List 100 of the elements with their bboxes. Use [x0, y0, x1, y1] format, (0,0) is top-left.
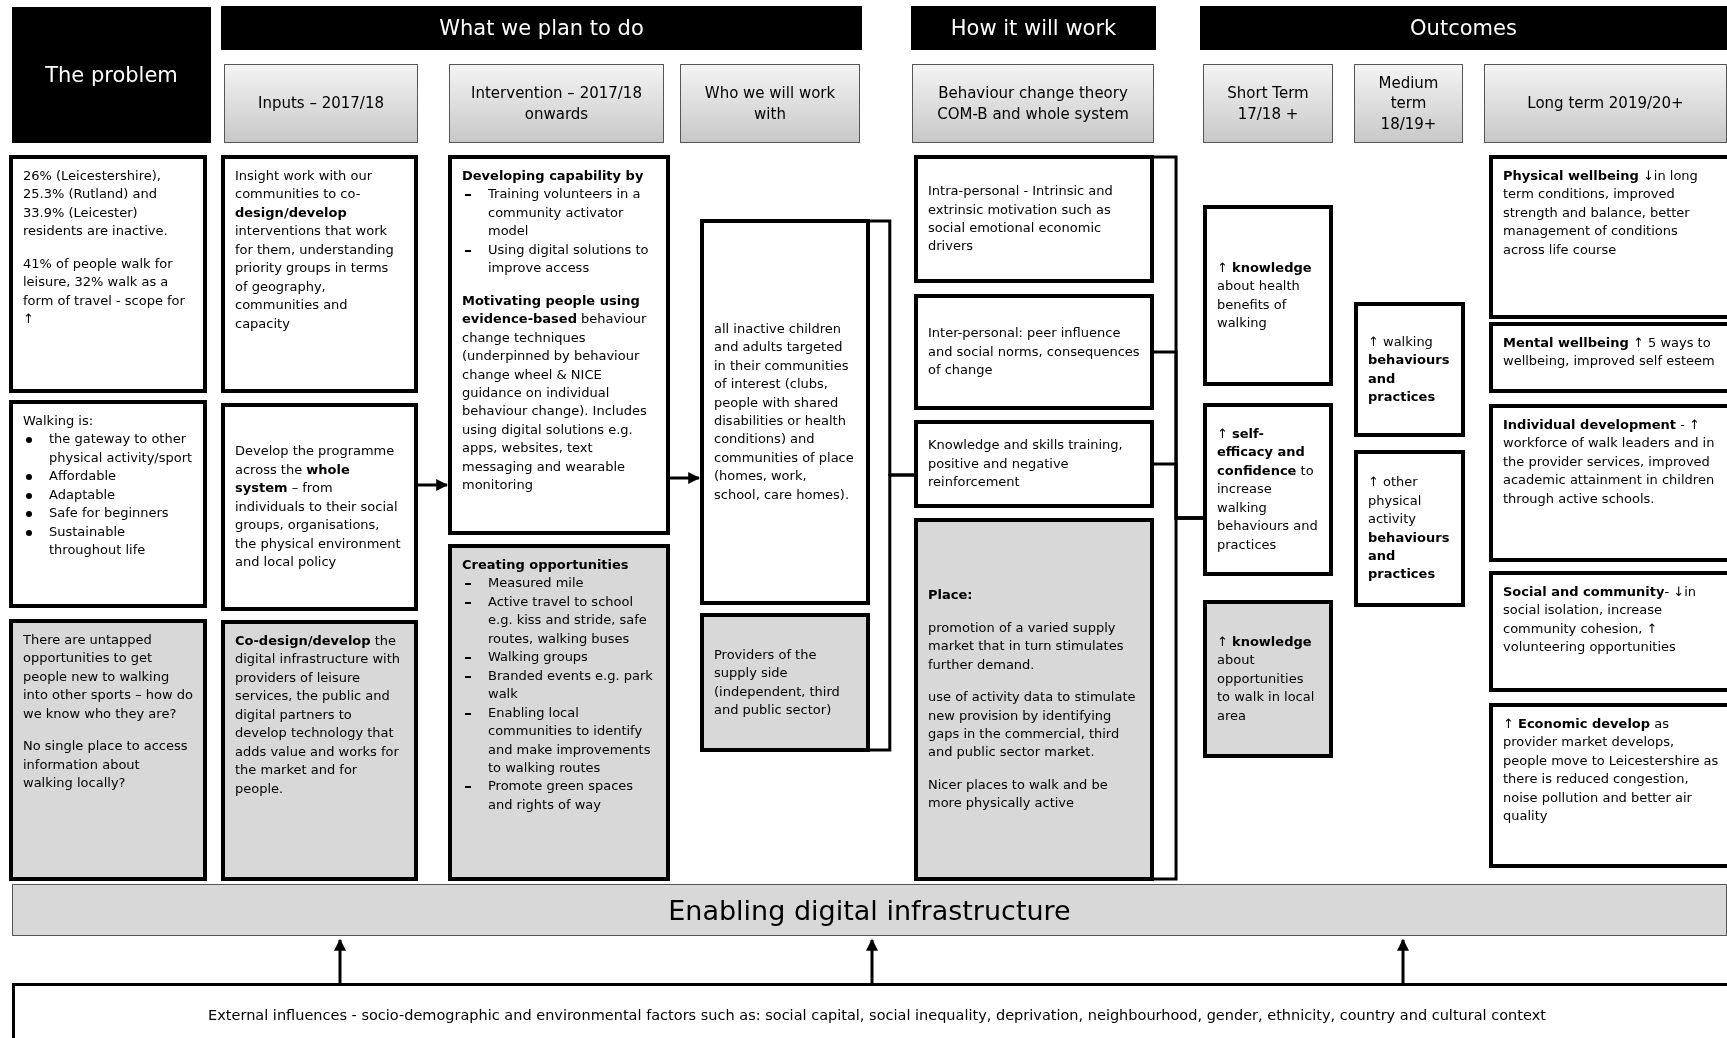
text-box [700, 613, 870, 752]
box-text: 26% (Leicestershire), 25.3% (Rutland) and 33.9% (Leicester) residents are inactive. [23, 167, 169, 241]
list-item: the gateway to other physical activity/sport [23, 430, 193, 468]
list-item: Branded events e.g. park walk [462, 666, 656, 704]
arrow [334, 938, 346, 983]
arrow [1397, 938, 1409, 983]
column-header [912, 64, 1154, 143]
box-text: ↑ walking behaviours and practices [1368, 332, 1451, 406]
box-text: all inactive children and adults targeted in their communities of interest (clubs, people with shared disabilities or health conditions) and communities of place (homes, work, school, care homes). [714, 319, 855, 504]
column-header [680, 64, 860, 143]
list-item: Enabling local communities to identify and make improvements to walking routes [462, 703, 656, 778]
text-box [1489, 703, 1727, 868]
box-text: use of activity data to stimulate new provision by identifying gaps in the commercial, third and public sector market. [928, 688, 1137, 762]
section-header [12, 7, 211, 143]
box-text: ↑ knowledge about opportunities to walk in local area [1217, 632, 1316, 725]
text-box [1203, 403, 1333, 576]
box-text: Inter-personal: peer influence and social norms, consequences of change [928, 324, 1140, 380]
text-box [700, 219, 870, 605]
column-header [1484, 64, 1727, 143]
text-box [221, 403, 418, 611]
column-title: Short Term 17/18 + [1226, 83, 1310, 124]
list-item: Affordable [23, 467, 193, 486]
bracket-connector [1154, 516, 1203, 881]
band-text: Enabling digital infrastructure [668, 894, 1071, 926]
text-box [1489, 404, 1727, 562]
column-title: Long term 2019/20+ [1527, 93, 1684, 114]
influences-text: External influences - socio-demographic and environmental factors such as: social capital, social inequality, deprivation, neighbourhood, gender, ethnicity, country and cultural context [208, 1006, 1546, 1023]
text-box [1354, 450, 1465, 607]
header-text: Outcomes [1410, 16, 1517, 40]
box-text: Intra-personal - Intrinsic and extrinsic motivation such as social emotional economic drivers [928, 182, 1114, 256]
list-item: Safe for beginners [23, 504, 193, 523]
bracket-connector [870, 473, 914, 752]
list-item: Using digital solutions to improve access [462, 240, 656, 278]
column-title: Medium term 18/19+ [1377, 73, 1440, 134]
list-item: Measured mile [462, 574, 656, 593]
text-box [221, 620, 418, 881]
box-text: Social and community- ↓in social isolation, increase community cohesion, ↑ volunteering opportunities [1503, 583, 1698, 657]
section-header [911, 6, 1156, 50]
box-text: 41% of people walk for leisure, 32% walk as a form of travel - scope for ↑ [23, 254, 186, 329]
arrow [418, 479, 449, 491]
influences-box [12, 983, 1727, 1038]
text-box [1354, 302, 1465, 437]
box-text: promotion of a varied supply market that in turn stimulates further demand. [928, 618, 1125, 674]
box-text: Developing capability by [462, 167, 645, 185]
column-header [449, 64, 664, 143]
box-text: Physical wellbeing ↓in long term conditions, improved strength and balance, better management of conditions across life course [1503, 167, 1699, 259]
text-box [914, 155, 1154, 283]
header-text: The problem [45, 63, 178, 87]
text-box [1489, 571, 1727, 692]
box-text: ↑ knowledge about health benefits of walking [1217, 258, 1313, 332]
box-text: Individual development - ↑ workforce of walk leaders and in the provider services, improved academic attainment in children through active schools. [1503, 416, 1716, 508]
box-text: Develop the programme across the whole system – from individuals to their social groups, organisations, the physical environment and local policy [235, 442, 402, 572]
box-text: ↑ self-efficacy and confidence to increase walking behaviours and practices [1217, 424, 1319, 554]
column-title: Behaviour change theory COM-B and whole system [936, 83, 1130, 124]
arrow [866, 938, 878, 983]
text-box [914, 420, 1154, 508]
box-text: Walking is: [23, 412, 95, 430]
column-header [224, 64, 418, 143]
text-box [914, 518, 1154, 881]
column-title: Intervention – 2017/18 onwards [470, 83, 643, 124]
box-text: ↑ other physical activity behaviours and practices [1368, 473, 1451, 584]
text-box [914, 294, 1154, 410]
list-item: Walking groups [462, 648, 656, 667]
box-text: Providers of the supply side (independent, third and public sector) [714, 645, 841, 719]
box-text: Creating opportunities [462, 556, 630, 574]
text-box [1203, 205, 1333, 386]
box-text: Nicer places to walk and be more physically active [928, 775, 1109, 813]
text-box [1489, 322, 1727, 393]
column-header [1354, 64, 1463, 143]
box-text: ↑ Economic develop as provider market develops, people move to Leicestershire as there is reduced congestion, noise pollution and better air quality [1503, 715, 1720, 826]
list-item: Promote green spaces and rights of way [462, 777, 656, 815]
text-box [1489, 155, 1727, 319]
box-text: Insight work with our communities to co-design/develop interventions that work for them, understanding priority groups in terms of geography, communities and capacity [235, 167, 395, 333]
box-text: Knowledge and skills training, positive and negative reinforcement [928, 436, 1124, 492]
header-text: How it will work [950, 16, 1117, 40]
box-text: There are untapped opportunities to get people new to walking into other sports – how do we know who they are? [23, 631, 193, 723]
box-text: Place: [928, 586, 974, 605]
text-box [221, 155, 418, 393]
text-box [9, 155, 207, 393]
list-item: Training volunteers in a community activator model [462, 185, 656, 241]
box-text: Co-design/develop the digital infrastructure with providers of leisure services, the public and digital partners to develop technology that adds value and works for the market and for people. [235, 632, 401, 798]
header-text: What we plan to do [439, 16, 644, 40]
section-header [221, 6, 862, 50]
box-text: No single place to access information about walking locally? [23, 737, 189, 793]
list-item: Sustainable throughout life [23, 522, 193, 560]
column-header [1203, 64, 1333, 143]
text-box [9, 400, 207, 608]
column-title: Inputs – 2017/18 [258, 93, 384, 114]
text-box [448, 155, 670, 535]
text-box [1203, 600, 1333, 758]
arrow [670, 472, 701, 484]
text-box [9, 619, 207, 881]
text-box [448, 544, 670, 881]
box-text: Motivating people using evidence-based behaviour change techniques (underpinned by behaviour change wheel & NICE guidance on individual behaviour change). Includes using digital solutions e.g. apps, websites, text messaging and wearable monitoring [462, 291, 648, 495]
box-text: Mental wellbeing ↑ 5 ways to wellbeing, improved self esteem [1503, 334, 1716, 371]
infrastructure-band [12, 884, 1727, 936]
list-item: Adaptable [23, 485, 193, 505]
list-item: Active travel to school e.g. kiss and stride, safe routes, walking buses [462, 592, 656, 649]
column-title: Who we will work with [703, 83, 837, 124]
section-header [1200, 6, 1727, 50]
